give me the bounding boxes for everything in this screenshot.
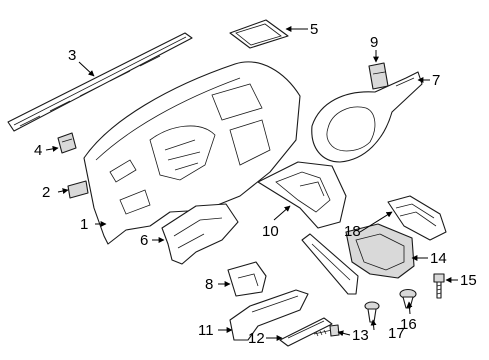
callout-5: 5 [310, 21, 318, 38]
bolt-part[interactable] [433, 273, 445, 299]
side-cover-part[interactable] [161, 203, 239, 265]
leader-10 [273, 205, 291, 221]
push-clip-part[interactable] [364, 301, 380, 323]
console-panel-part[interactable] [257, 161, 347, 229]
callout-6: 6 [140, 232, 148, 249]
callout-1: 1 [80, 216, 88, 233]
angled-trim-part[interactable] [229, 289, 309, 341]
small-bracket-part[interactable] [227, 261, 267, 297]
long-strip-part[interactable] [301, 233, 359, 295]
callout-8: 8 [205, 276, 213, 293]
callout-4: 4 [34, 142, 42, 159]
bracket-part[interactable] [368, 62, 389, 90]
leader-13 [337, 330, 351, 337]
callout-labels: 1 2 3 4 5 6 7 8 9 10 11 12 13 14 15 16 1… [34, 21, 477, 347]
callout-11: 11 [198, 322, 214, 339]
callout-10: 10 [262, 223, 279, 240]
leader-17 [370, 319, 377, 331]
console-body-part[interactable] [345, 223, 415, 279]
defroster-grille-part[interactable] [7, 32, 193, 132]
callout-3: 3 [68, 47, 76, 64]
leader-4 [45, 145, 59, 152]
leader-16 [406, 301, 413, 315]
dash-cover-part[interactable] [229, 19, 289, 49]
callout-14: 14 [430, 250, 447, 267]
callout-13: 13 [352, 327, 369, 344]
callout-7: 7 [432, 72, 440, 89]
pad-part[interactable] [67, 180, 89, 199]
clip-part[interactable] [57, 132, 77, 154]
leader-3 [78, 61, 95, 77]
callout-16: 16 [400, 316, 417, 333]
callout-12: 12 [248, 330, 265, 347]
leader-lines [45, 26, 458, 341]
callout-18: 18 [344, 223, 361, 240]
bezel-frame-part[interactable] [311, 71, 423, 163]
screw-part[interactable] [313, 324, 340, 337]
callout-2: 2 [42, 184, 50, 201]
leader-18 [359, 211, 393, 233]
retainer-part[interactable] [399, 288, 417, 309]
trim-panel-part[interactable] [387, 195, 447, 241]
callout-17: 17 [388, 325, 405, 342]
narrow-trim-part[interactable] [279, 317, 333, 347]
leader-2 [57, 188, 69, 195]
callout-9: 9 [370, 34, 378, 51]
callout-15: 15 [460, 272, 477, 289]
